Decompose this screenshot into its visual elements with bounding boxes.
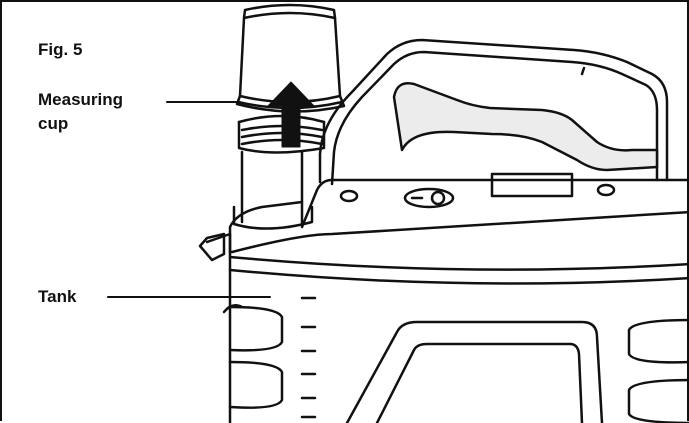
handle-opening xyxy=(392,82,659,172)
measuring-cup-callout: Measuring cup xyxy=(38,88,123,136)
fill-level-marks xyxy=(300,296,317,419)
tank-handle xyxy=(318,38,669,186)
up-arrow-icon xyxy=(267,81,315,148)
measuring-cup-callout-line2: cup xyxy=(38,114,69,133)
figure-number-label: Fig. 5 xyxy=(38,40,83,59)
tank-top-deck xyxy=(198,172,689,262)
tank-callout: Tank xyxy=(38,287,77,306)
filler-neck xyxy=(232,114,326,230)
measuring-cup-callout-line1: Measuring xyxy=(38,90,124,109)
tank-body xyxy=(222,250,689,423)
